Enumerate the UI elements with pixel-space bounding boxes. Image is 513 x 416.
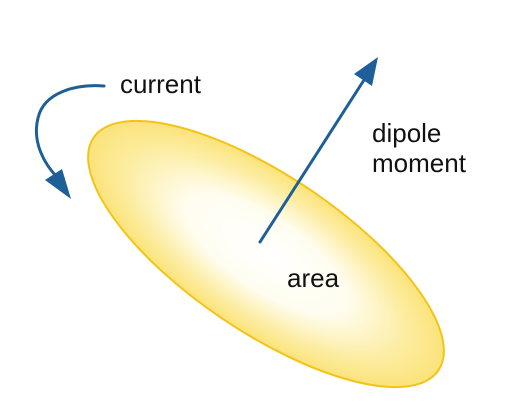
dipole-label-line2: moment bbox=[372, 148, 466, 178]
straight-arrow-icon bbox=[258, 57, 378, 244]
current-label: current bbox=[120, 69, 201, 99]
current-loop-area bbox=[87, 119, 445, 389]
dipole-label-line1: dipole bbox=[372, 118, 442, 148]
curved-arrow-icon bbox=[34, 84, 106, 199]
dipole-moment-label: dipole moment bbox=[372, 118, 466, 178]
area-label: area bbox=[287, 263, 340, 293]
